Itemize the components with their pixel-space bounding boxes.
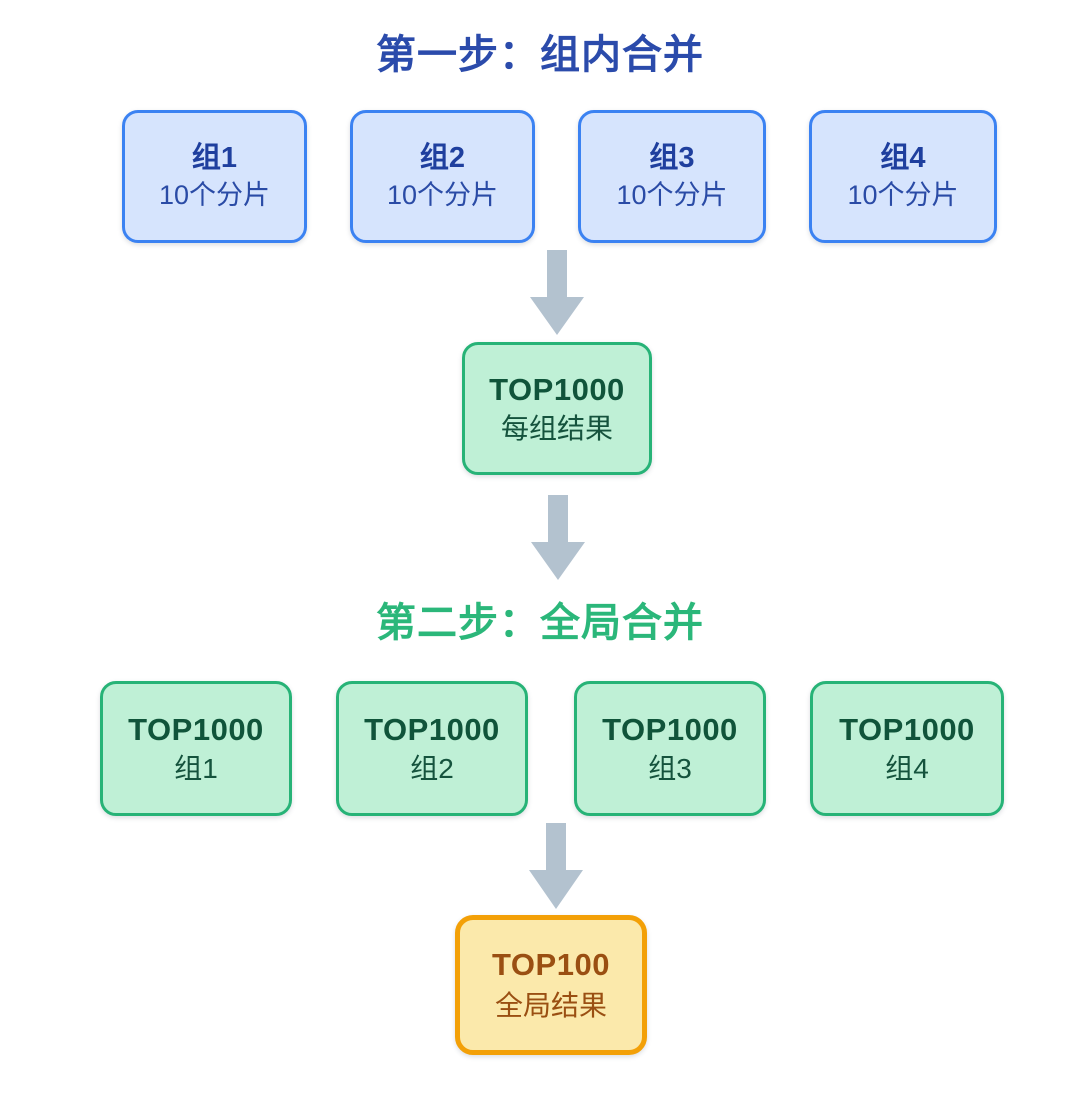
merged-box-2: TOP1000 组2 (336, 681, 528, 816)
group-box-4: 组4 10个分片 (809, 110, 997, 243)
group-box-1-detail: 10个分片 (158, 179, 271, 210)
merged-box-1: TOP1000 组1 (100, 681, 292, 816)
group-box-4-detail: 10个分片 (847, 179, 959, 210)
group-box-3-name: 组3 (649, 141, 695, 174)
merged-box-4-detail: 组4 (885, 752, 929, 784)
step1-result-name: TOP1000 (489, 371, 625, 407)
step1-title: 第一步：组内合并 (376, 33, 704, 77)
group-box-2-name: 组2 (419, 141, 466, 174)
merged-box-1-name: TOP1000 (128, 711, 264, 747)
merged-box-2-name: TOP1000 (364, 711, 500, 747)
merged-box-3-detail: 组3 (648, 752, 692, 784)
merged-box-1-detail: 组1 (174, 752, 218, 784)
arrow-down-icon-3 (525, 823, 587, 909)
arrow-down-icon-2 (527, 495, 589, 580)
final-result-detail: 全局结果 (494, 990, 607, 1022)
merged-box-3: TOP1000 组3 (574, 681, 766, 816)
group-box-2: 组2 10个分片 (350, 110, 535, 243)
final-result-name: TOP100 (492, 947, 610, 983)
group-box-1-name: 组1 (191, 141, 238, 174)
group-box-2-detail: 10个分片 (386, 179, 499, 210)
arrow-down-icon-1 (526, 250, 588, 335)
merged-box-2-detail: 组2 (410, 752, 454, 784)
step2-title: 第二步：全局合并 (376, 601, 704, 645)
final-result-box: TOP100 全局结果 (455, 915, 647, 1055)
group-box-3: 组3 10个分片 (578, 110, 766, 243)
group-box-4-name: 组4 (880, 141, 926, 174)
merged-box-4-name: TOP1000 (839, 711, 975, 747)
merged-box-3-name: TOP1000 (602, 711, 738, 747)
group-box-1: 组1 10个分片 (122, 110, 307, 243)
step1-result-detail: 每组结果 (500, 412, 613, 444)
group-box-3-detail: 10个分片 (616, 179, 728, 210)
step1-result-box: TOP1000 每组结果 (462, 342, 652, 475)
merged-box-4: TOP1000 组4 (810, 681, 1004, 816)
